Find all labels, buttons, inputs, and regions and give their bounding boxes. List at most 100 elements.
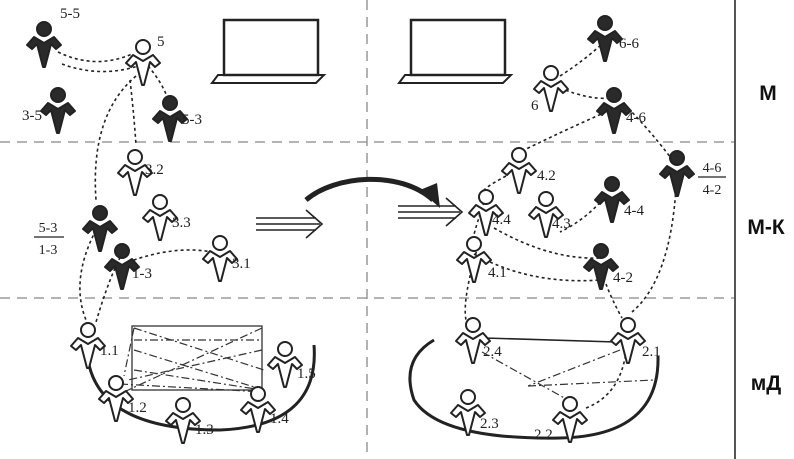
actor-a66: 6-6 — [587, 15, 639, 62]
actor-label: 5 — [157, 34, 165, 50]
actor-label: 4.4 — [492, 212, 511, 228]
actor-a35: 3-5 — [22, 87, 76, 134]
actor-body — [533, 80, 569, 112]
transition-arrow — [304, 176, 440, 208]
actor-a42d: 4-2 — [583, 243, 633, 290]
fraction-right-bottom: 4-2 — [703, 183, 722, 198]
actor-head — [92, 205, 108, 221]
actor-head — [620, 317, 636, 333]
actor-head — [50, 87, 66, 103]
actor-head — [152, 194, 168, 210]
actor-a11: 1.1 — [70, 322, 119, 369]
actor-label: 5-5 — [60, 6, 80, 22]
actor-body — [450, 404, 486, 436]
fraction-left-bottom: 1-3 — [39, 243, 58, 258]
actor-body — [456, 251, 492, 283]
actor-head — [543, 65, 559, 81]
group-frame-left — [131, 325, 263, 391]
actor-body — [455, 332, 491, 364]
actor-label: 6 — [531, 98, 539, 114]
actor-label: 3.3 — [172, 215, 191, 231]
link-solid-right — [483, 337, 617, 343]
actor-head — [606, 87, 622, 103]
actor-a12: 1.2 — [98, 375, 147, 422]
actor-body — [528, 206, 564, 238]
actor-label: 3.1 — [232, 256, 251, 272]
actor-head — [250, 386, 266, 402]
actor-body — [104, 258, 140, 290]
actor-body — [142, 209, 178, 241]
actor-body — [596, 102, 632, 134]
actor-a46b — [659, 150, 695, 197]
actor-body — [98, 390, 134, 422]
actor-label: 5-3 — [182, 112, 202, 128]
actor-head — [108, 375, 124, 391]
actor-a41: 4.1 — [456, 236, 507, 283]
actor-head — [478, 189, 494, 205]
actor-a5: 5 — [125, 34, 165, 86]
actor-label: 4-4 — [624, 203, 644, 219]
actor-head — [669, 150, 685, 166]
actor-a44: 4.4 — [468, 189, 511, 236]
actor-label: 2.1 — [642, 344, 661, 360]
actor-body — [117, 164, 153, 196]
actor-head — [511, 147, 527, 163]
actor-label: 4.1 — [488, 265, 507, 281]
actor-label: 1.5 — [297, 366, 316, 382]
actor-a13b: 1.3 — [165, 397, 214, 444]
actor-body — [26, 36, 62, 68]
actor-label: 4-2 — [613, 270, 633, 286]
laptop-icon-left — [210, 18, 327, 84]
actor-body — [125, 54, 161, 86]
actor-a13: 1-3 — [104, 243, 152, 290]
actor-a53b — [82, 205, 118, 252]
zone-label-md: мД — [751, 372, 782, 395]
laptop-icon-right — [397, 18, 514, 84]
actor-label: 1-3 — [132, 266, 152, 282]
actor-body — [501, 162, 537, 194]
actor-body — [82, 220, 118, 252]
actor-a46: 4-6 — [596, 87, 646, 134]
links-dashdot-right — [481, 349, 655, 401]
actor-a22: 2.2 — [534, 396, 588, 443]
actor-head — [127, 149, 143, 165]
actor-head — [175, 397, 191, 413]
actor-head — [465, 317, 481, 333]
actor-head — [593, 243, 609, 259]
actor-label: 4.3 — [552, 216, 571, 232]
actor-label: 2.3 — [480, 416, 499, 432]
actor-a42: 4.2 — [501, 147, 556, 194]
actor-body — [70, 337, 106, 369]
fraction-right: 4-6 4-2 — [698, 161, 726, 198]
actor-label: 1.2 — [128, 400, 147, 416]
actor-a33: 3.3 — [142, 194, 191, 241]
actor-a55: 5-5 — [26, 6, 80, 68]
actor-head — [562, 396, 578, 412]
actor-a44d: 4-4 — [594, 176, 644, 223]
actor-head — [114, 243, 130, 259]
triple-arrow-left — [256, 209, 324, 239]
actor-head — [460, 389, 476, 405]
zone-label-mk: М-К — [747, 216, 784, 239]
actor-label: 1.4 — [270, 411, 289, 427]
actor-body — [40, 102, 76, 134]
actor-a43: 4.3 — [528, 191, 571, 238]
actor-head — [466, 236, 482, 252]
actor-body — [267, 356, 303, 388]
actor-body — [552, 411, 588, 443]
actor-label: 4.2 — [537, 168, 556, 184]
actor-body — [468, 204, 504, 236]
actor-label: 3-5 — [22, 108, 42, 124]
grid — [0, 0, 735, 459]
actor-label: 1.1 — [100, 343, 119, 359]
actor-head — [162, 95, 178, 111]
actor-head — [135, 39, 151, 55]
triple-arrow-right — [398, 197, 464, 227]
actor-a6: 6 — [531, 65, 569, 114]
actor-a23: 2.3 — [450, 389, 499, 436]
actor-head — [597, 15, 613, 31]
fraction-right-top: 4-6 — [703, 161, 722, 176]
actor-head — [604, 176, 620, 192]
